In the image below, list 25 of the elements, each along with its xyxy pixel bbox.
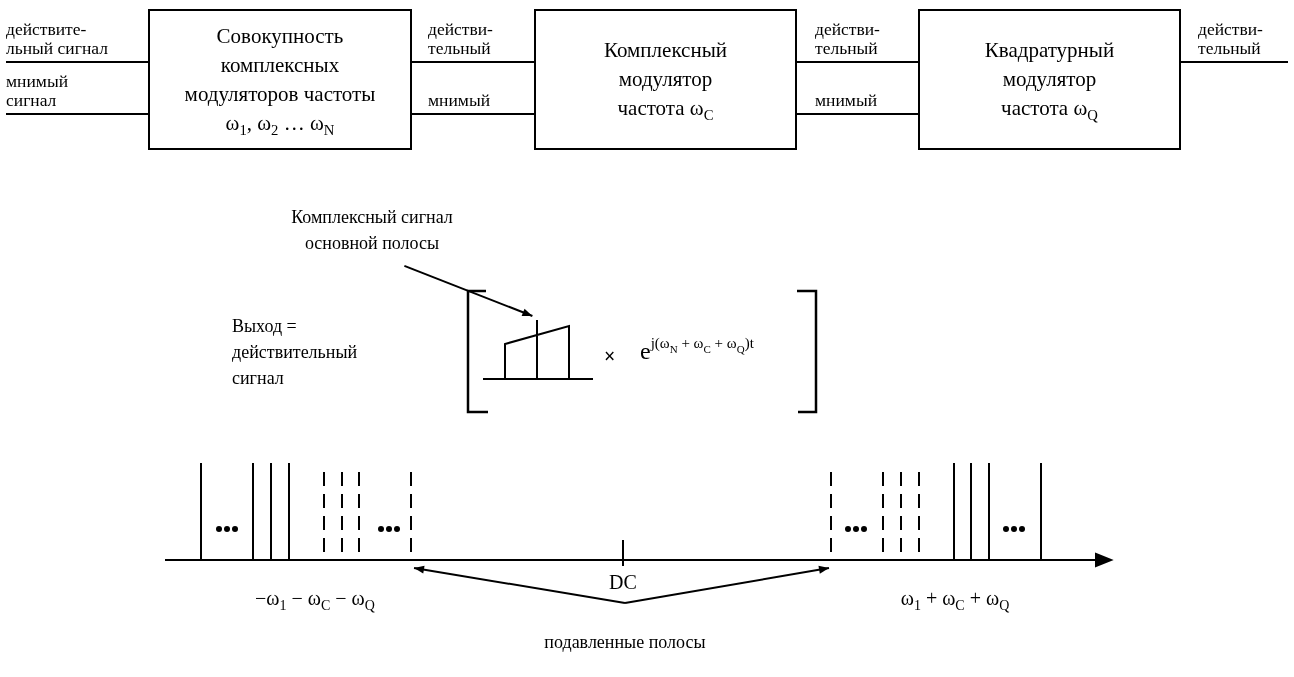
signal-line xyxy=(411,113,535,115)
annotation-text: подавленные полосы xyxy=(544,631,706,654)
signal-line xyxy=(5,61,149,63)
leader-arrow xyxy=(403,264,534,317)
edge-label: мнимый xyxy=(815,91,878,110)
leader-arrow xyxy=(413,565,626,604)
edge-label: мнимый сигнал xyxy=(6,72,69,110)
process-box: Комплексный модулятор частота ω$_{C}$ xyxy=(534,9,797,150)
formula-text: Выход = действительный сигнал xyxy=(232,315,359,390)
edge-label: действи- тельный xyxy=(428,20,494,58)
signal-line xyxy=(796,61,919,63)
signal-line xyxy=(796,113,919,115)
axis-label: DC xyxy=(608,570,638,594)
leader-arrow xyxy=(624,565,830,604)
edge-label: действи- тельный xyxy=(1198,20,1264,58)
edge-label: мнимый xyxy=(428,91,491,110)
signal-line xyxy=(411,61,535,63)
annotation-text: Комплексный сигнал основной полосы xyxy=(290,206,454,255)
edge-label: действи- тельный xyxy=(815,20,881,58)
signal-line xyxy=(1180,61,1289,63)
edge-label: действите- льный сигнал xyxy=(6,20,109,58)
process-box: Квадратурный модулятор частота ω$_{Q}$ xyxy=(918,9,1181,150)
process-box: Совокупность комплексных модуляторов частоты ω$_{1}$, ω$_{2}$ … ω$_{N}$ xyxy=(148,9,412,150)
signal-line xyxy=(5,113,149,115)
multiply-sign: × xyxy=(604,344,616,368)
